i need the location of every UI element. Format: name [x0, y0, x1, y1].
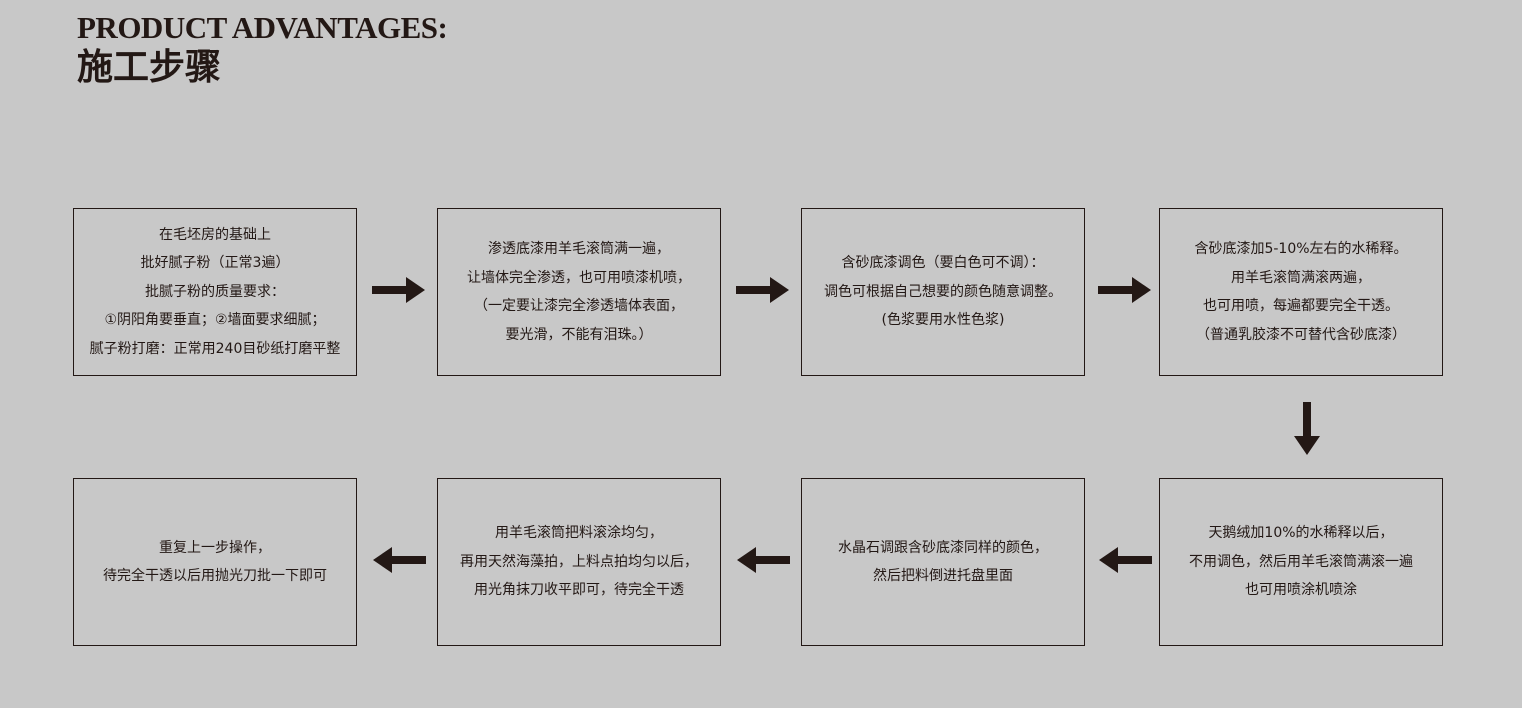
- title-chinese: 施工步骤: [77, 47, 222, 88]
- step-7-box: 用羊毛滚筒把料滚涂均匀， 再用天然海藻拍，上料点拍均匀以后， 用光角抹刀收平即可…: [437, 478, 721, 646]
- step-4-line-1: 含砂底漆加5-10%左右的水稀释。: [1194, 241, 1408, 257]
- step-4-line-3: 也可用喷，每遍都要完全干透。: [1203, 298, 1399, 314]
- arrow-left-icon: [1099, 547, 1152, 573]
- step-5-line-1: 天鹅绒加10%的水稀释以后，: [1208, 525, 1394, 542]
- arrow-down-icon: [1294, 402, 1320, 455]
- step-1-line-5: 腻子粉打磨：正常用240目砂纸打磨平整: [89, 340, 341, 357]
- title-english: PRODUCT ADVANTAGES:: [77, 10, 448, 45]
- step-3-line-2: 调色可根据自己想要的颜色随意调整。: [824, 283, 1062, 300]
- step-5-box: 天鹅绒加10%的水稀释以后， 不用调色，然后用羊毛滚筒满滚一遍 也可用喷涂机喷涂: [1159, 478, 1443, 646]
- arrow-right-icon: [372, 277, 425, 303]
- step-7-line-1: 用羊毛滚筒把料滚涂均匀，: [495, 525, 663, 542]
- step-2-line-4: 要光滑，不能有泪珠。）: [505, 326, 653, 343]
- step-3-line-1: 含砂底漆调色（要白色可不调）：: [841, 255, 1045, 272]
- step-8-line-1: 重复上一步操作，: [159, 539, 271, 556]
- step-1-box: 在毛坯房的基础上 批好腻子粉（正常3遍） 批腻子粉的质量要求： ①阴阳角要垂直；…: [73, 208, 357, 376]
- step-8-box: 重复上一步操作， 待完全干透以后用抛光刀批一下即可: [73, 478, 357, 646]
- step-6-line-1: 水晶石调跟含砂底漆同样的颜色，: [838, 539, 1048, 556]
- step-8-line-2: 待完全干透以后用抛光刀批一下即可: [103, 568, 327, 584]
- step-2-line-1: 渗透底漆用羊毛滚筒满一遍，: [488, 241, 670, 257]
- step-5-line-2: 不用调色，然后用羊毛滚筒满滚一遍: [1189, 553, 1413, 570]
- step-1-line-1: 在毛坯房的基础上: [159, 226, 271, 243]
- step-2-line-2: 让墙体完全渗透，也可用喷漆机喷，: [467, 269, 691, 286]
- step-5-line-3: 也可用喷涂机喷涂: [1245, 582, 1357, 599]
- step-7-line-3: 用光角抹刀收平即可，待完全干透: [474, 582, 684, 599]
- step-4-line-4: （普通乳胶漆不可替代含砂底漆）: [1196, 326, 1406, 343]
- step-4-line-2: 用羊毛滚筒满滚两遍，: [1231, 269, 1371, 286]
- arrow-left-icon: [737, 547, 790, 573]
- step-6-box: 水晶石调跟含砂底漆同样的颜色， 然后把料倒进托盘里面: [801, 478, 1085, 646]
- step-4-box: 含砂底漆加5-10%左右的水稀释。 用羊毛滚筒满滚两遍， 也可用喷，每遍都要完全…: [1159, 208, 1443, 376]
- step-6-line-2: 然后把料倒进托盘里面: [873, 568, 1013, 584]
- arrow-right-icon: [736, 277, 789, 303]
- step-1-line-2: 批好腻子粉（正常3遍）: [140, 255, 290, 272]
- step-2-line-3: （一定要让漆完全渗透墙体表面，: [474, 298, 684, 314]
- step-3-line-3: (色浆要用水性色浆): [881, 312, 1005, 329]
- arrow-left-icon: [373, 547, 426, 573]
- step-1-line-4: ①阴阳角要垂直；②墙面要求细腻；: [104, 312, 326, 329]
- step-7-line-2: 再用天然海藻拍，上料点拍均匀以后，: [460, 553, 698, 570]
- step-2-box: 渗透底漆用羊毛滚筒满一遍， 让墙体完全渗透，也可用喷漆机喷， （一定要让漆完全渗…: [437, 208, 721, 376]
- step-3-box: 含砂底漆调色（要白色可不调）： 调色可根据自己想要的颜色随意调整。 (色浆要用水…: [801, 208, 1085, 376]
- arrow-right-icon: [1098, 277, 1151, 303]
- step-1-line-3: 批腻子粉的质量要求：: [145, 283, 285, 300]
